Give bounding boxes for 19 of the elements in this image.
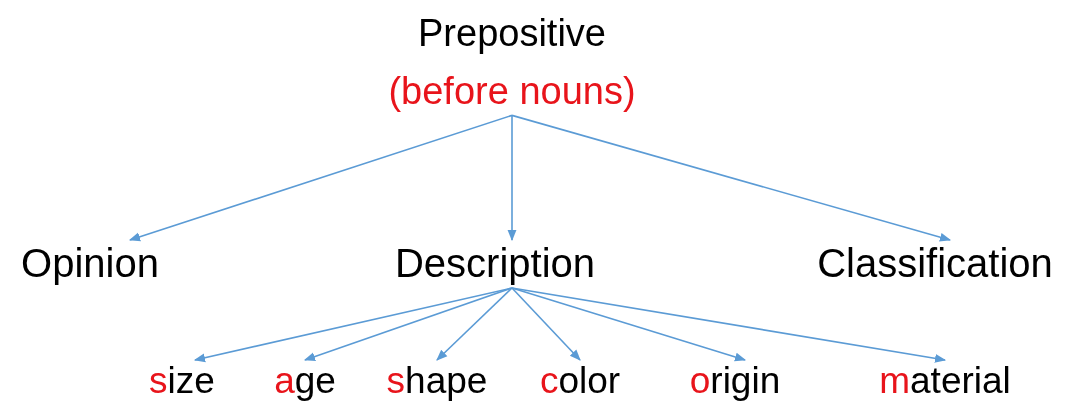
arrow bbox=[303, 287, 513, 361]
subtitle-text: (before nouns) bbox=[388, 69, 636, 114]
node-text: Opinion bbox=[21, 240, 159, 286]
arrow bbox=[511, 114, 952, 242]
node-text: shape bbox=[386, 360, 488, 403]
arrow bbox=[511, 287, 947, 363]
node-text: color bbox=[539, 360, 621, 403]
node-text: Classification bbox=[817, 240, 1053, 286]
node-text: size bbox=[149, 360, 215, 403]
node-text: origin bbox=[689, 360, 781, 403]
node-text: material bbox=[879, 360, 1011, 403]
arrow bbox=[128, 114, 513, 242]
arrow bbox=[436, 287, 513, 361]
arrow bbox=[507, 114, 517, 242]
node-text: Prepositive bbox=[417, 12, 607, 56]
arrow bbox=[511, 287, 747, 362]
node-text: Description bbox=[394, 240, 596, 286]
node-text: age bbox=[274, 360, 336, 403]
arrow bbox=[511, 287, 581, 361]
